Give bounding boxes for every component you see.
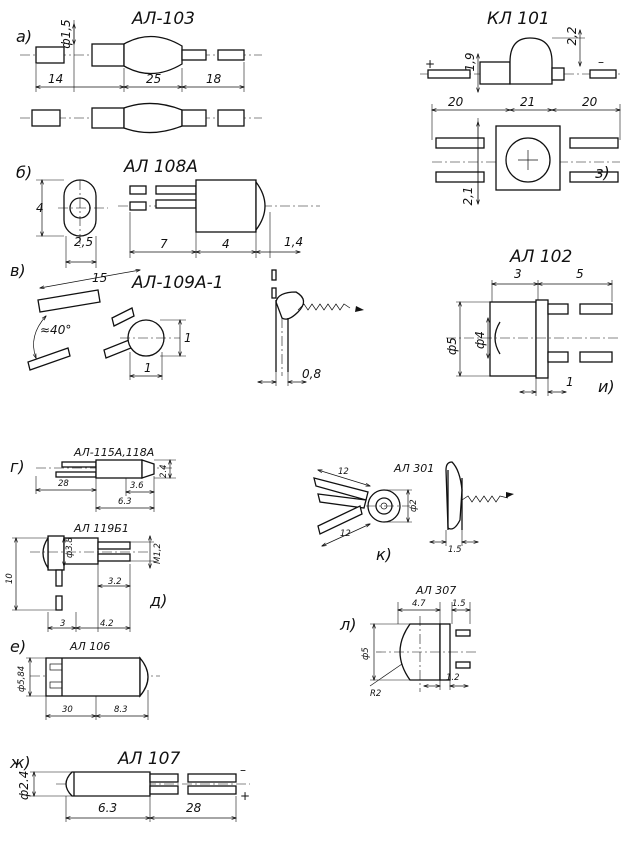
al107-body	[65, 771, 151, 797]
dim-d-3: 3	[60, 619, 65, 629]
zh-plus: +	[240, 789, 250, 803]
dim-d-m12: М1,2	[153, 543, 163, 564]
dim-l-12: 1.2	[446, 673, 460, 683]
dim-d-dia38: ф3.8	[65, 537, 75, 558]
figure-b-al108a: б) АЛ 108А 4 2,5 7 4 1,4	[16, 157, 320, 268]
dim-b-4: 4	[36, 201, 44, 215]
dim-i-dia5: ф5	[445, 337, 459, 355]
dim-kl-19: 1,9	[463, 52, 477, 71]
dim-g-36: 3.6	[130, 481, 144, 491]
dim-b-25: 2,5	[74, 235, 93, 249]
dim-i-dia4: ф4	[473, 331, 487, 349]
dim-i-5: 5	[576, 267, 584, 281]
dim-kl-20-right: 20	[582, 95, 598, 109]
dim-b-4h: 4	[222, 237, 230, 251]
dim-kl-21: 21	[520, 95, 535, 109]
figure-a-al103: а) АЛ-103 ф1,5 14 25 18	[16, 9, 262, 134]
tag-e: е)	[10, 637, 26, 656]
al109-side-lens	[275, 291, 305, 320]
dim-k-12a: 12	[338, 467, 349, 477]
tag-d: д)	[149, 591, 167, 610]
dim-g-63: 6.3	[118, 497, 132, 507]
tag-v: в)	[10, 261, 26, 280]
dim-kl-20-left: 20	[448, 95, 464, 109]
dim-i-1: 1	[566, 375, 574, 389]
dim-k-12b: 12	[340, 529, 351, 539]
dim-a-diameter: ф1,5	[59, 19, 73, 48]
figure-v-al109a1: в) АЛ-109А-1 15 ≈40° 1 1 0,8	[10, 261, 364, 386]
title-al301: АЛ 301	[393, 462, 434, 475]
dim-l-15: 1.5	[452, 599, 466, 609]
title-al119b1: АЛ 119Б1	[73, 522, 129, 535]
dim-zh-dia24: ф2.4	[17, 771, 31, 800]
dim-v-15: 15	[92, 271, 107, 285]
kl-minus: –	[598, 55, 604, 69]
al115-body	[95, 459, 143, 479]
figure-z-kl101: КЛ 101 + – 1,9 2,2 20 21 20 2,1	[420, 9, 620, 206]
figure-i-al102: АЛ 102 3 5 ф5 ф4 1 и)	[445, 247, 620, 396]
tag-b: б)	[16, 163, 32, 182]
dim-d-10: 10	[5, 573, 15, 584]
al119-dome	[47, 535, 65, 571]
tag-l: л)	[339, 615, 356, 634]
figure-l-al307: л) АЛ 307 4.7 1.5 ф5 R2 1.2	[339, 584, 476, 699]
tag-k: к)	[376, 545, 392, 564]
dim-kl-22: 2,2	[565, 26, 579, 45]
dim-v-40: ≈40°	[40, 323, 71, 337]
dim-v-1v: 1	[184, 331, 192, 345]
figure-zh-al107: ж) АЛ 107 – + ф2.4 6.3 28	[9, 749, 250, 822]
title-al102: АЛ 102	[509, 247, 572, 267]
dim-e-dia584: ф5,84	[17, 666, 27, 692]
lens-body	[123, 35, 183, 75]
figure-g-al115a: г) АЛ-115А,118А 28 3.6 6.3 2.4	[10, 446, 176, 512]
dim-i-3: 3	[514, 267, 522, 281]
title-kl101: КЛ 101	[487, 9, 550, 29]
dim-b-7: 7	[160, 237, 168, 251]
dim-v-1h: 1	[144, 361, 152, 375]
dim-e-30: 30	[62, 705, 73, 715]
title-al103: АЛ-103	[131, 9, 195, 29]
dim-kl-21v: 2,1	[461, 186, 475, 205]
dim-zh-63: 6.3	[98, 801, 117, 815]
tag-zh: ж)	[9, 753, 31, 772]
dim-a-18: 18	[206, 72, 222, 86]
lead-left	[35, 46, 65, 64]
dim-k-dia2: ф2	[409, 499, 419, 512]
figure-k-al301: АЛ 301 12 12 ф2 1.5 к)	[313, 461, 514, 564]
figure-d-al119b1: АЛ 119Б1 ф3.8 М1,2 10 3.2 3 4.2 д)	[5, 522, 167, 632]
dim-k-15: 1.5	[448, 545, 462, 555]
tag-i: и)	[598, 377, 615, 396]
dim-g-28: 28	[58, 479, 69, 489]
zh-minus: –	[240, 763, 246, 777]
title-al107: АЛ 107	[117, 749, 180, 769]
dim-d-32: 3.2	[108, 577, 122, 587]
dim-a-25: 25	[146, 72, 161, 86]
al108a-body	[195, 179, 257, 233]
title-al106: АЛ 106	[69, 640, 110, 653]
kl-plus: +	[425, 57, 435, 71]
dim-l-dia5: ф5	[361, 647, 371, 660]
tag-g: г)	[10, 457, 25, 476]
title-al108a: АЛ 108А	[123, 157, 198, 177]
title-al115a: АЛ-115А,118А	[73, 446, 154, 459]
dim-d-42: 4.2	[100, 619, 114, 629]
dim-l-47: 4.7	[412, 599, 426, 609]
al301-side	[445, 461, 463, 530]
title-al307: АЛ 307	[415, 584, 456, 597]
dim-a-14: 14	[48, 72, 63, 86]
dim-zh-28: 28	[186, 801, 202, 815]
dim-l-r2: R2	[370, 689, 381, 699]
dome-kl101	[509, 37, 553, 85]
figure-e-al106: е) АЛ 106 ф5,84 30 8.3	[10, 637, 160, 720]
dim-b-14: 1,4	[284, 235, 303, 249]
title-al109a1: АЛ-109А-1	[131, 273, 224, 293]
tag-a: а)	[16, 27, 32, 46]
dim-g-24: 2.4	[159, 464, 169, 478]
dim-v-08: 0,8	[302, 367, 321, 381]
dim-e-83: 8.3	[114, 705, 128, 715]
tag-z: з)	[595, 163, 610, 182]
al102-body	[489, 301, 537, 377]
